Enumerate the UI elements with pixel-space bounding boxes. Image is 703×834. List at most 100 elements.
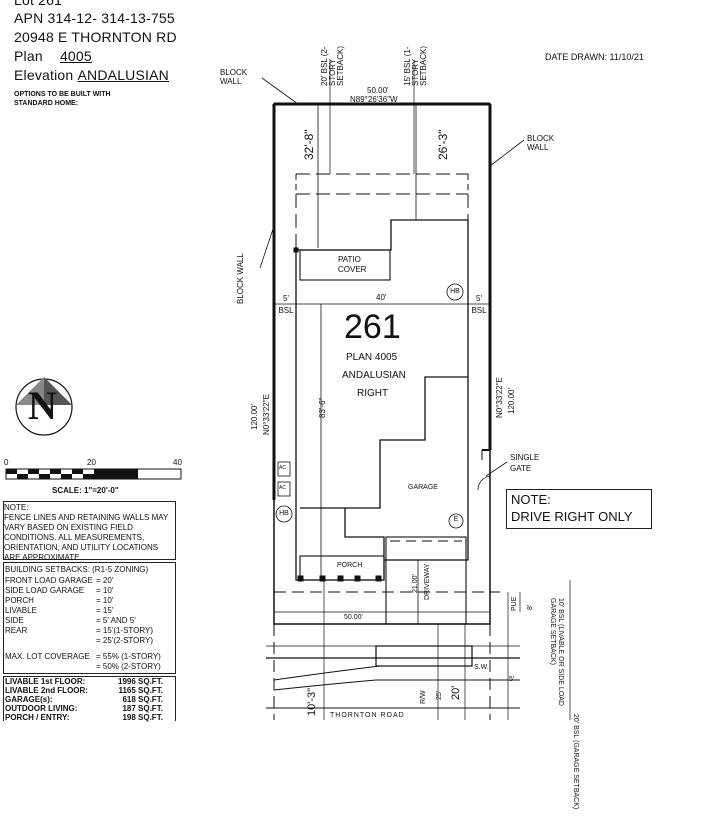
patio-cover-label: PATIO COVER	[338, 255, 367, 274]
drive-note-text: DRIVE RIGHT ONLY	[511, 509, 633, 524]
setbacks-values: = 20' = 10' = 10' = 15' = 5' AND 5' = 15…	[96, 576, 153, 646]
pue-label: PUE	[511, 596, 518, 611]
area-value-1st: 1996 SQ.FT.	[118, 677, 163, 686]
driveway-apron	[375, 645, 473, 667]
dim-10-3: 10'-3"	[306, 687, 318, 716]
notes-title: NOTE:	[4, 503, 29, 512]
lot-number: 261	[344, 308, 401, 346]
plan-label: Plan 4005	[14, 48, 105, 64]
area-value-2nd: 1165 SQ.FT.	[118, 686, 163, 695]
area-value-porch: 198 SQ.FT.	[122, 713, 163, 722]
areas-values: 1996 SQ.FT. 1165 SQ.FT. 618 SQ.FT. 187 S…	[118, 677, 163, 722]
rw-label: R/W	[420, 690, 427, 704]
setback-label-side-load: SIDE LOAD GARAGE	[5, 586, 85, 595]
street-name: THORNTON ROAD	[330, 712, 405, 719]
front-width: 50.00'	[344, 614, 363, 621]
sidewalk-dim: 5'	[509, 676, 515, 683]
right-length: 120.00'	[507, 388, 516, 414]
patio-cover	[299, 249, 391, 281]
dim-32-8: 32'-8"	[302, 129, 316, 160]
area-value-garage: 618 SQ.FT.	[122, 695, 163, 704]
left-bearing: N0°33'22"E	[262, 394, 271, 435]
rear-width: 50.00'	[367, 86, 389, 95]
dim-20: 20'	[450, 685, 462, 700]
elevation-label-text: Elevation	[14, 67, 74, 83]
house-depth: 83'-6"	[318, 397, 327, 418]
notes-box	[3, 501, 176, 560]
right-bearing: N0°33'22"E	[495, 377, 504, 418]
scale-tick-20: 20	[87, 458, 96, 467]
dim-26-3: 26'-3"	[436, 129, 450, 160]
setback-value-rear-1: = 15'(1-STORY)	[96, 626, 154, 635]
rear-bearing: N89°26'36"W	[350, 95, 398, 104]
rw-dim: 25'	[436, 690, 443, 700]
hose-bib-top: HB	[450, 288, 460, 295]
setback-value-porch: = 10'	[96, 596, 114, 605]
front-setback-label: 20' BSL (GARAGE SETBACK)	[572, 714, 579, 810]
area-label-1st: LIVABLE 1st FLOOR:	[5, 677, 86, 686]
setback-value-side: = 5' AND 5'	[96, 616, 136, 625]
scale-label: SCALE: 1"=20'-0"	[52, 486, 119, 495]
drive-note-title: NOTE:	[511, 492, 551, 507]
coverage-values: = 55% (1-STORY) = 50% (2-STORY)	[96, 652, 161, 672]
setback-label-front: FRONT LOAD GARAGE	[5, 576, 93, 585]
date-drawn: DATE DRAWN: 11/10/21	[545, 52, 644, 62]
area-label-outdoor: OUTDOOR LIVING:	[5, 704, 78, 713]
lot-label: Lot 261	[14, 0, 63, 8]
elevation-label: Elevation ANDALUSIAN	[14, 67, 178, 83]
garage-label: GARAGE	[408, 484, 438, 491]
elevation-value: ANDALUSIAN	[77, 67, 169, 83]
address-label: 20948 E THORNTON RD	[14, 29, 177, 45]
left-length: 120.00'	[250, 404, 259, 430]
pue-dim: 8'	[527, 604, 534, 610]
north-letter: N	[28, 383, 57, 428]
setback-label-porch: PORCH	[5, 596, 34, 605]
setback-label-rear: REAR	[5, 626, 28, 635]
ac-unit-2: AC	[279, 485, 286, 491]
side-garage-setback-label: 10' BSL (LIVABLE OR SIDE LOAD GARAGE SET…	[549, 598, 564, 706]
side-bsl-left-label: 5' BSL	[278, 294, 294, 315]
setback-label-livable: LIVABLE	[5, 606, 37, 615]
lot-boundary	[273, 103, 491, 625]
scale-tick-40: 40	[173, 458, 182, 467]
setbacks-box	[3, 562, 176, 674]
apn-label: APN 314-12- 314-13-755	[14, 10, 175, 26]
plan-value: 4005	[59, 48, 92, 64]
single-gate-label: SINGLE GATE	[510, 453, 540, 473]
porch-label: PORCH	[337, 562, 363, 569]
coverage-2story: = 50% (2-STORY)	[96, 662, 161, 671]
plan-text: PLAN 4005	[346, 352, 398, 363]
ac-unit-1: AC	[279, 465, 286, 471]
area-label-2nd: LIVABLE 2nd FLOOR:	[5, 686, 88, 695]
driveway-length: 21.00'	[412, 574, 419, 593]
block-wall-right-label: BLOCK WALL	[527, 134, 555, 152]
notes-body: FENCE LINES AND RETAINING WALLS MAY VARY…	[4, 513, 169, 562]
options-note: OPTIONS TO BE BUILT WITH STANDARD HOME:	[14, 91, 111, 107]
plan-label-text: Plan	[14, 48, 43, 64]
setbacks-title: BUILDING SETBACKS: (R1-5 ZONING)	[5, 565, 149, 574]
house-footprint	[295, 250, 385, 581]
rear-setback-1story: 15' BSL (1-STORY SETBACK)	[403, 45, 428, 86]
drive-note-box: NOTE: DRIVE RIGHT ONLY	[506, 489, 652, 529]
setback-label-side: SIDE	[5, 616, 24, 625]
block-wall-top-label: BLOCK WALL	[220, 68, 248, 86]
coverage-label: MAX. LOT COVERAGE	[5, 652, 90, 661]
rear-setback-2story: 20' BSL (2-STORY SETBACK)	[320, 45, 345, 86]
setback-value-side-load: = 10'	[96, 586, 114, 595]
setback-value-front: = 20'	[96, 576, 114, 585]
scale-tick-0: 0	[4, 458, 9, 467]
driveway-label: DRIVEWAY	[424, 563, 431, 600]
setback-value-livable: = 15'	[96, 606, 114, 615]
elevation-text: ANDALUSIAN	[342, 370, 406, 381]
sidewalk-label: S.W.	[474, 664, 489, 671]
site-plan-drawing	[259, 60, 571, 720]
coverage-1story: = 55% (1-STORY)	[96, 652, 161, 661]
driveway-outline	[385, 536, 467, 625]
area-label-garage: GARAGE(s):	[5, 695, 53, 704]
house-width: 40'	[376, 293, 387, 302]
setback-value-rear-2: = 25'(2-STORY)	[96, 636, 154, 645]
orientation-text: RIGHT	[357, 388, 389, 399]
area-label-porch: PORCH / ENTRY:	[5, 713, 70, 722]
setbacks-labels: FRONT LOAD GARAGE SIDE LOAD GARAGE PORCH…	[5, 576, 93, 636]
areas-box	[3, 676, 176, 721]
